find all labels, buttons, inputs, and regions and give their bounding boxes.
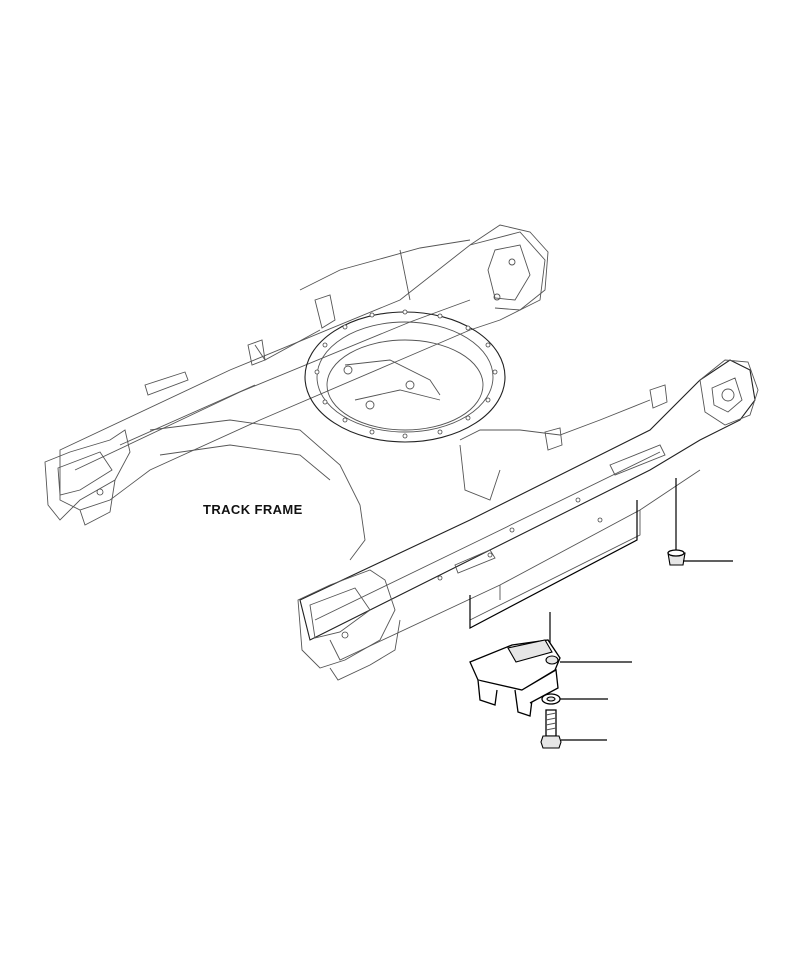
- washer-part: [541, 693, 608, 705]
- track-frame-drawing: [44, 224, 759, 681]
- bracket-leader-lines: [469, 478, 677, 645]
- bearing-bolt-holes: [314, 309, 498, 439]
- bolt-part: [540, 709, 607, 749]
- track-frame-label: TRACK FRAME: [203, 502, 303, 517]
- track-guard-bracket: [469, 639, 632, 717]
- fitting-part: [667, 549, 733, 566]
